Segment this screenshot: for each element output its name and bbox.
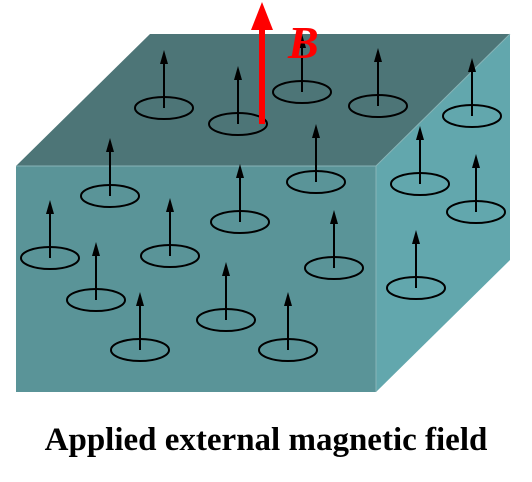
arrow-up-icon [236,164,244,178]
current-loop-icon [304,210,364,280]
arrow-up-icon [284,292,292,306]
arrow-up-icon [234,66,242,80]
arrow-up-icon [412,230,420,244]
current-loop-icon [386,230,446,300]
current-loop-icon [258,292,318,362]
current-loop-icon [140,198,200,268]
arrow-up-icon [416,126,424,140]
arrow-up-icon [46,200,54,214]
slab-front-face [16,166,376,392]
current-loop-icon [210,164,270,234]
current-loop-icon [286,124,346,194]
arrow-up-icon [222,262,230,276]
arrow-up-icon [472,154,480,168]
current-loop-icon [446,154,506,224]
slab-side-face [376,34,510,392]
current-loop-icon [80,138,140,208]
current-loop-icon [272,34,332,104]
current-loop-icon [348,48,408,118]
diagram-caption: Applied external magnetic field [44,422,488,458]
arrow-up-icon [92,242,100,256]
arrow-up-icon [106,138,114,152]
arrow-up-icon [330,210,338,224]
magnetized-slab-diagram: B [16,2,511,392]
arrow-up-icon [374,48,382,62]
current-loop-icon [110,292,170,362]
current-loop-icon [442,58,502,128]
field-arrow: B [251,2,319,124]
arrow-up-icon [166,198,174,212]
magnetic-moments [20,34,506,362]
current-loop-icon [66,242,126,312]
field-label: B [287,17,319,68]
current-loop-icon [134,50,194,120]
current-loop-icon [208,66,268,136]
field-arrow-head [251,2,273,30]
current-loop-icon [196,262,256,332]
arrow-up-icon [160,50,168,64]
arrow-up-icon [298,34,306,48]
arrow-up-icon [136,292,144,306]
current-loop-icon [20,200,80,270]
current-loop-icon [390,126,450,196]
arrow-up-icon [468,58,476,72]
arrow-up-icon [312,124,320,138]
